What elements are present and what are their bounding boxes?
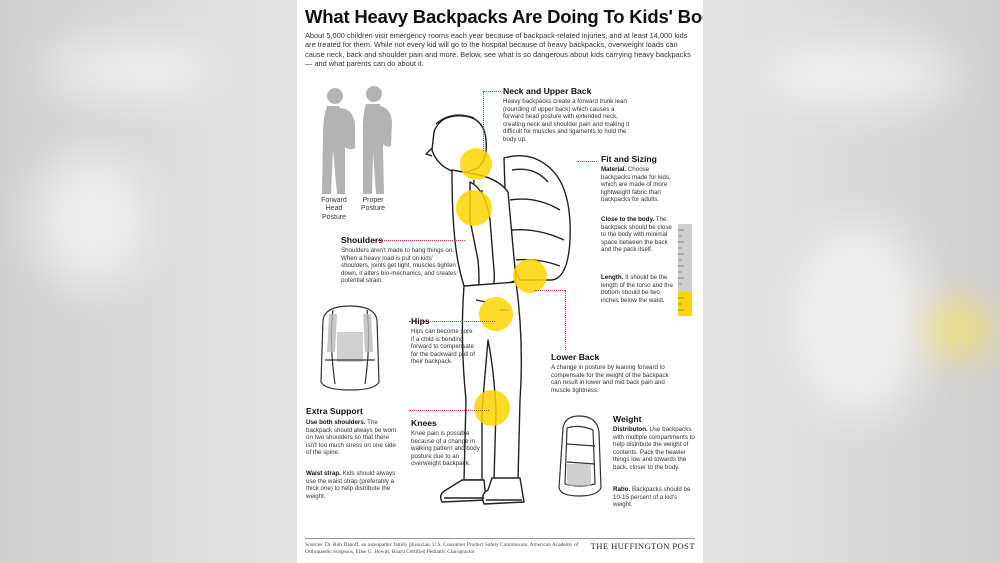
sources-text: Sources: Dr. Rob Danoff, an osteopathic … <box>305 542 579 555</box>
shoulders-body: Shoulders aren't made to hang things on.… <box>341 247 457 285</box>
infographic-card: What Heavy Backpacks Are Doing To Kids' … <box>297 0 703 563</box>
material-body: Choose backpacks made for kids, which ar… <box>601 166 671 204</box>
knees-body: Knee pain is possible because of a chang… <box>411 430 480 468</box>
ruler-graphic <box>678 224 692 316</box>
fit-heading: Fit and Sizing <box>601 154 657 164</box>
hips-heading: Hips <box>411 316 430 326</box>
hips-body: Hips can become sore if a child is bendi… <box>411 328 475 366</box>
waist-strap-text: Waist strap. Kids should always use the … <box>306 470 398 500</box>
both-shoulders-body: The backpack should always be worn on tw… <box>306 419 397 457</box>
lower-back-leader-line <box>535 290 565 291</box>
weight-heading: Weight <box>613 414 642 424</box>
child-figure-illustration <box>425 114 571 505</box>
fit-leader-line <box>577 161 597 162</box>
hips-leader-line <box>409 321 495 322</box>
weight-ratio-text: Ratio. Backpacks should be 10-15 percent… <box>613 486 697 509</box>
shoulders-leader-line <box>373 240 465 241</box>
brand-logo: THE HUFFINGTON POST <box>590 541 695 551</box>
ratio-body: Backpacks should be 10-15 percent of a k… <box>613 486 691 509</box>
close-title: Close to the body. <box>601 216 655 223</box>
both-shoulders-title: Use both shoulders. <box>306 419 366 426</box>
waist-strap-body: Kids should always use the waist strap (… <box>306 470 396 500</box>
distribution-title: Distributon. <box>613 426 648 433</box>
forward-posture-label: Forward Head Posture <box>321 197 347 221</box>
lower-back-leader-line <box>565 290 566 350</box>
background-blur <box>40 40 220 100</box>
weight-distribution-text: Distributon. Use backpacks with multiple… <box>613 426 697 472</box>
length-title: Length. <box>601 274 624 281</box>
background-blur <box>30 150 150 290</box>
material-title: Material. <box>601 166 627 173</box>
neck-leader-line <box>483 91 484 151</box>
background-blur <box>790 220 930 420</box>
distribution-body: Use backpacks with multiple compartments… <box>613 426 695 471</box>
length-body: It should be the length of the torso and… <box>601 274 673 304</box>
lower-back-heading: Lower Back <box>551 352 600 362</box>
shoulders-heading: Shoulders <box>341 235 384 245</box>
footer-divider <box>305 538 695 539</box>
backpack-back-illustration <box>320 305 380 391</box>
ratio-title: Ratio. <box>613 486 631 493</box>
fit-length: Length. It should be the length of the t… <box>601 274 675 304</box>
neck-body: Heavy backpacks create a forward trunk l… <box>503 98 630 143</box>
intro-paragraph: About 5,000 children visit emergency roo… <box>305 31 691 69</box>
proper-posture-label: Proper Posture <box>360 197 386 213</box>
fit-close: Close to the body. The backpack should b… <box>601 216 675 254</box>
knees-leader-line <box>409 410 489 411</box>
knees-heading: Knees <box>411 418 437 428</box>
extra-support-heading: Extra Support <box>306 406 363 416</box>
infographic-title: What Heavy Backpacks Are Doing To Kids' … <box>305 6 703 27</box>
fit-material: Material. Choose backpacks made for kids… <box>601 166 675 204</box>
backpack-side-illustration <box>558 415 602 497</box>
waist-strap-title: Waist strap. <box>306 470 341 477</box>
background-blur <box>760 40 960 110</box>
lower-back-body: A change in posture by leaning forward t… <box>551 364 669 394</box>
background-blur <box>925 300 995 360</box>
neck-heading: Neck and Upper Back <box>503 86 592 96</box>
close-body: The backpack should be close to the body… <box>601 216 672 254</box>
neck-leader-line <box>483 91 501 92</box>
both-shoulders-text: Use both shoulders. The backpack should … <box>306 419 398 457</box>
posture-silhouettes <box>322 86 392 194</box>
